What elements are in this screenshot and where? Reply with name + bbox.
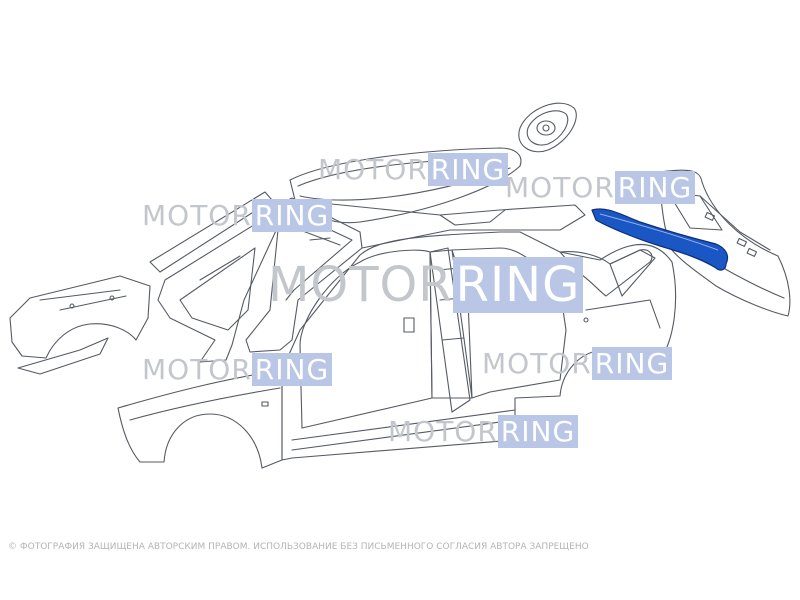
front-inner-fender xyxy=(9,275,151,375)
front-fender xyxy=(117,369,283,469)
fuel-filler-door xyxy=(518,102,577,153)
watermark-large: MOTORRING xyxy=(268,257,584,313)
copyright-notice: © ФОТОГРАФИЯ ЗАЩИЩЕНА АВТОРСКИМ ПРАВОМ. … xyxy=(8,542,589,552)
highlighted-rear-cross-member xyxy=(591,208,729,271)
